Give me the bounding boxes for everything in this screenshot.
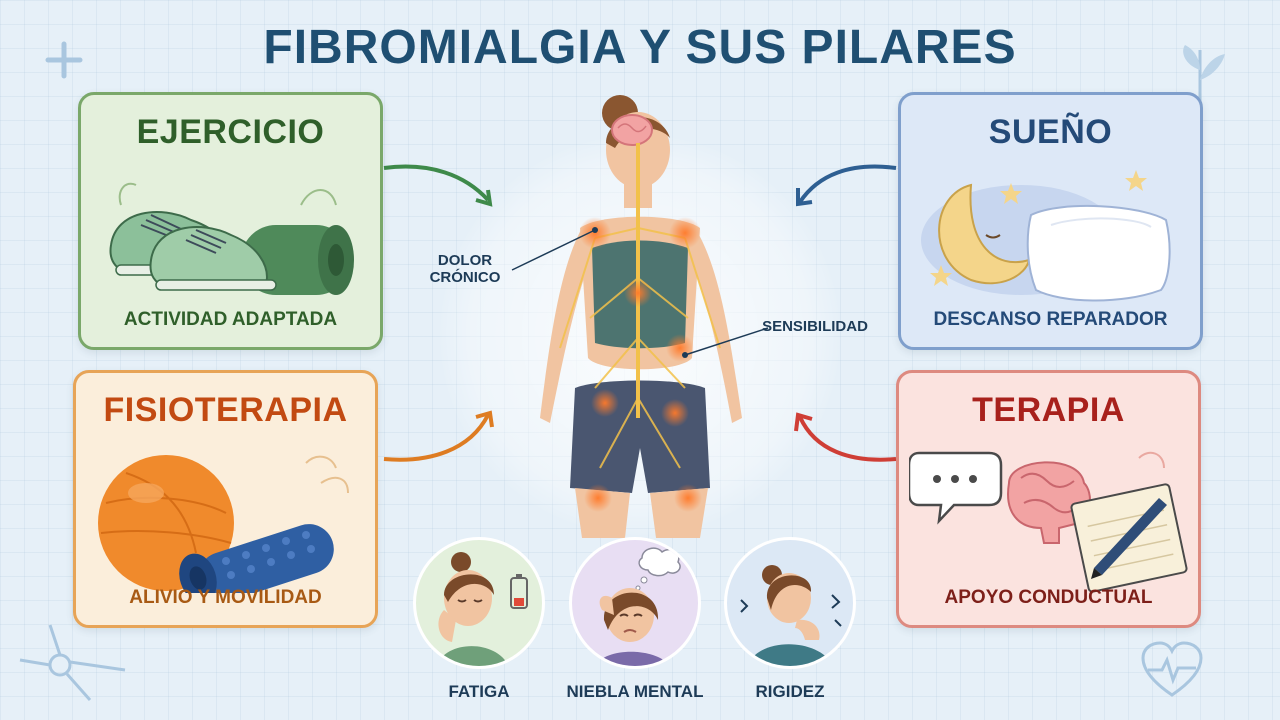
symptom-rigidez-label: RIGIDEZ — [755, 682, 825, 701]
dolor-cronico-label: DOLOR CRÓNICO — [429, 252, 501, 286]
page-title: FIBROMIALGIA Y SUS PILARES — [263, 21, 1017, 74]
pillar-title: SUEÑO — [988, 113, 1113, 151]
sneakers-and-yoga-mat-icon — [109, 182, 354, 295]
confused-woman-cloud-icon — [595, 547, 681, 666]
speech-bubble-brain-notebook-icon — [909, 451, 1188, 593]
human-body-nervous-system-figure — [540, 95, 742, 538]
pillar-title: FISIOTERAPIA — [103, 391, 348, 429]
arrow-terapia — [794, 412, 897, 462]
pillar-card-fisioterapia[interactable]: FISIOTERAPIA ALIVIO Y MOVILIDAD — [73, 370, 378, 628]
pillar-subtitle: ACTIVIDAD ADAPTADA — [123, 309, 338, 330]
moon-and-pillow-icon — [921, 170, 1171, 302]
symptom-fatiga-circle — [413, 537, 545, 669]
symptom-niebla-label: NIEBLA MENTAL — [566, 682, 704, 701]
pillar-subtitle: ALIVIO Y MOVILIDAD — [129, 587, 322, 608]
arrow-ejercicio — [383, 164, 493, 207]
symptom-rigidez-circle — [724, 537, 856, 669]
sensibilidad-label: SENSIBILIDAD — [762, 318, 868, 335]
heartbeat-decoration-icon — [1141, 641, 1203, 697]
pillar-subtitle: APOYO CONDUCTUAL — [944, 587, 1153, 608]
sensibilidad-pointer-line — [682, 327, 769, 358]
woman-neck-pain-icon — [740, 565, 842, 666]
dolor-pointer-line — [511, 227, 598, 271]
pillar-title: EJERCICIO — [136, 113, 325, 151]
symptom-niebla-circle — [569, 537, 701, 669]
arrow-sueno — [796, 164, 897, 207]
pillar-card-ejercicio[interactable]: EJERCICIO ACTIVIDAD ADAPTADA — [78, 92, 383, 350]
pillar-card-terapia[interactable]: TERAPIA APOYO CONDUCTUAL — [896, 370, 1201, 628]
symptom-fatiga-label: FATIGA — [448, 682, 510, 701]
tired-woman-low-battery-icon — [437, 552, 528, 666]
pillar-title: TERAPIA — [972, 391, 1125, 429]
arrow-fisioterapia — [383, 410, 494, 462]
pillar-card-sueno[interactable]: SUEÑO DESCANSO REPARADOR — [898, 92, 1203, 350]
plus-decoration-icon — [45, 41, 83, 79]
pillar-subtitle: DESCANSO REPARADOR — [933, 309, 1168, 330]
exercise-ball-and-foam-roller-icon — [98, 455, 349, 593]
neuron-decoration-icon — [19, 624, 126, 701]
